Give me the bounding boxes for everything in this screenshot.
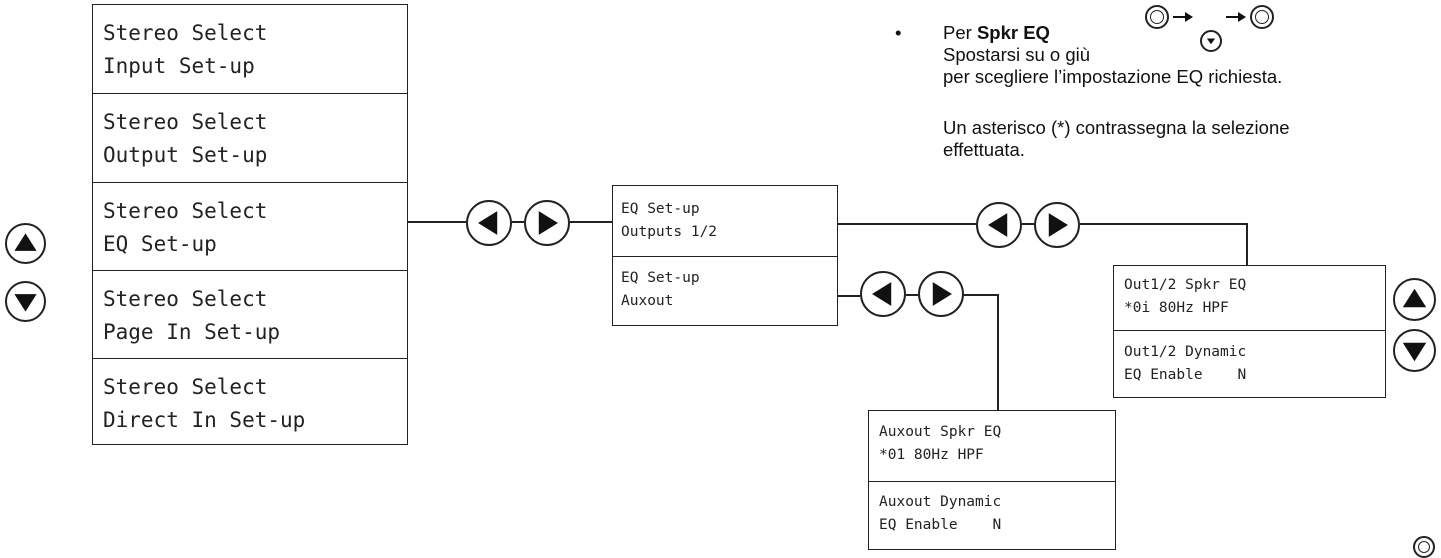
arrow-right-icon bbox=[1226, 12, 1246, 22]
down-arrow-button-icon[interactable] bbox=[5, 281, 46, 322]
connector-line bbox=[997, 294, 999, 410]
connector-line bbox=[964, 294, 998, 296]
auxout-eq-panel: Auxout Spkr EQ *01 80Hz HPF Auxout Dynam… bbox=[868, 410, 1116, 550]
up-arrow-button-icon[interactable] bbox=[5, 223, 46, 264]
instruction-line-2: Spostarsi su o giù bbox=[943, 44, 1091, 65]
bullet: • bbox=[895, 22, 902, 43]
right-arrow-button-icon[interactable] bbox=[524, 200, 570, 246]
connector-line bbox=[1022, 223, 1034, 225]
instruction-line-4: Un asterisco (*) contrassegna la selezio… bbox=[943, 117, 1290, 138]
menu-line-2: EQ Enable N bbox=[1124, 367, 1247, 383]
menu-line-2: Auxout bbox=[621, 293, 674, 309]
menu-line-2: Output Set-up bbox=[103, 143, 268, 167]
connector-line bbox=[906, 294, 918, 296]
up-arrow-button-icon[interactable] bbox=[1393, 278, 1436, 321]
connector-line bbox=[512, 221, 524, 223]
menu-line-2: Page In Set-up bbox=[103, 320, 281, 344]
connector-line bbox=[838, 295, 860, 297]
main-menu-item-input-setup: Stereo Select Input Set-up bbox=[93, 5, 407, 93]
menu-line-1: Out1/2 Dynamic bbox=[1124, 344, 1247, 360]
select-knob-icon bbox=[1250, 5, 1274, 29]
right-arrow-button-icon[interactable] bbox=[918, 271, 964, 317]
menu-line-2: Input Set-up bbox=[103, 54, 255, 78]
instruction-line-1: Per Spkr EQ bbox=[943, 22, 1050, 44]
select-knob-icon bbox=[1145, 5, 1169, 29]
instruction-prefix: Per bbox=[943, 22, 977, 43]
menu-line-1: Out1/2 Spkr EQ bbox=[1124, 277, 1247, 293]
left-arrow-button-icon[interactable] bbox=[976, 202, 1022, 248]
main-menu-item-eq-setup: Stereo Select EQ Set-up bbox=[93, 182, 407, 270]
menu-line-1: EQ Set-up bbox=[621, 270, 700, 286]
eq-setup-panel: EQ Set-up Outputs 1/2 EQ Set-up Auxout bbox=[612, 185, 838, 326]
out12-dynamic-eq-item: Out1/2 Dynamic EQ Enable N bbox=[1114, 330, 1385, 399]
menu-line-1: Auxout Spkr EQ bbox=[879, 424, 1002, 440]
left-arrow-button-icon[interactable] bbox=[466, 200, 512, 246]
main-menu-panel: Stereo Select Input Set-up Stereo Select… bbox=[92, 4, 408, 445]
main-menu-item-output-setup: Stereo Select Output Set-up bbox=[93, 93, 407, 182]
connector-line bbox=[408, 221, 466, 223]
menu-line-1: Stereo Select bbox=[103, 287, 268, 311]
menu-line-1: EQ Set-up bbox=[621, 201, 700, 217]
menu-line-2: Outputs 1/2 bbox=[621, 224, 718, 240]
menu-line-2: EQ Set-up bbox=[103, 232, 217, 256]
main-menu-item-direct-in-setup: Stereo Select Direct In Set-up bbox=[93, 358, 407, 446]
down-arrow-button-icon[interactable] bbox=[1393, 329, 1436, 372]
menu-line-2: EQ Enable N bbox=[879, 517, 1002, 533]
out12-eq-panel: Out1/2 Spkr EQ *0i 80Hz HPF Out1/2 Dynam… bbox=[1113, 265, 1386, 398]
menu-line-2: *0i 80Hz HPF bbox=[1124, 300, 1229, 316]
connector-line bbox=[570, 221, 612, 223]
menu-line-1: Stereo Select bbox=[103, 110, 268, 134]
connector-line bbox=[838, 223, 976, 225]
arrow-right-icon bbox=[1173, 12, 1193, 22]
down-arrow-small-icon bbox=[1200, 30, 1222, 52]
out12-spkr-eq-item: Out1/2 Spkr EQ *0i 80Hz HPF bbox=[1114, 266, 1385, 330]
eq-item-outputs-1-2: EQ Set-up Outputs 1/2 bbox=[613, 186, 837, 256]
connector-line bbox=[1080, 223, 1248, 225]
menu-line-1: Auxout Dynamic bbox=[879, 494, 1002, 510]
auxout-dynamic-eq-item: Auxout Dynamic EQ Enable N bbox=[869, 481, 1115, 551]
right-arrow-button-icon[interactable] bbox=[1034, 202, 1080, 248]
main-menu-item-page-in-setup: Stereo Select Page In Set-up bbox=[93, 270, 407, 358]
menu-line-2: Direct In Set-up bbox=[103, 408, 306, 432]
select-knob-icon bbox=[1413, 536, 1435, 558]
instruction-line-3: per scegliere l’impostazione EQ richiest… bbox=[943, 66, 1283, 87]
left-arrow-button-icon[interactable] bbox=[860, 271, 906, 317]
menu-line-1: Stereo Select bbox=[103, 21, 268, 45]
instruction-bold: Spkr EQ bbox=[976, 22, 1050, 43]
menu-line-1: Stereo Select bbox=[103, 375, 268, 399]
connector-line bbox=[1246, 223, 1248, 265]
menu-line-1: Stereo Select bbox=[103, 199, 268, 223]
menu-line-2: *01 80Hz HPF bbox=[879, 447, 984, 463]
eq-item-auxout: EQ Set-up Auxout bbox=[613, 256, 837, 327]
instruction-line-5: effettuata. bbox=[943, 139, 1025, 160]
auxout-spkr-eq-item: Auxout Spkr EQ *01 80Hz HPF bbox=[869, 411, 1115, 481]
